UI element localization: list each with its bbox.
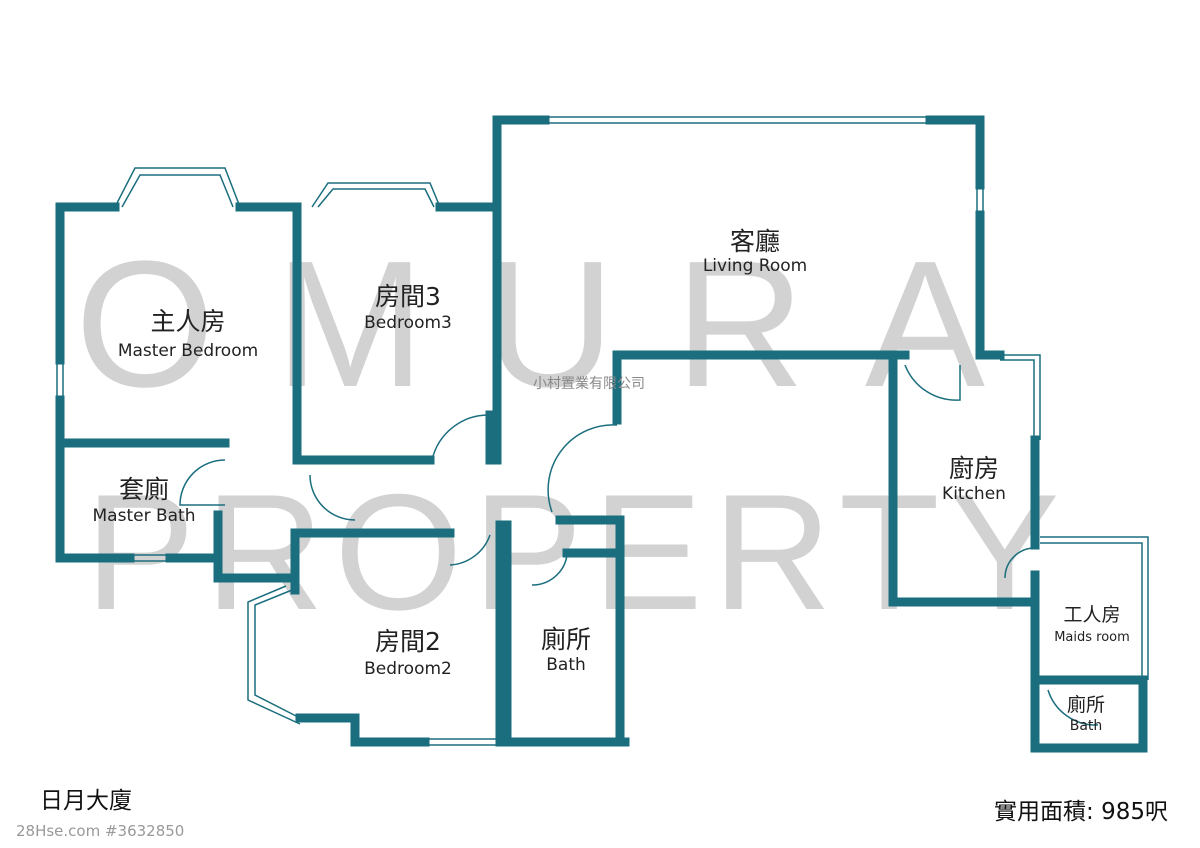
room-label-zh: 客廳 bbox=[729, 227, 781, 256]
room-label-en: Bedroom3 bbox=[364, 313, 452, 333]
room-label-zh: 主人房 bbox=[150, 307, 226, 336]
company-watermark: 小村置業有限公司 bbox=[533, 376, 645, 392]
building-name: 日月大廈 bbox=[40, 788, 132, 814]
watermark-omura: OMURA bbox=[75, 224, 1045, 425]
door-arcs bbox=[179, 364, 1099, 726]
room-label-en: Master Bedroom bbox=[117, 341, 259, 361]
room-label-zh: 房間3 bbox=[375, 282, 441, 311]
room-label-en: Bath bbox=[1069, 718, 1103, 734]
saleable-area: 實用面積: 985呎 bbox=[994, 799, 1168, 825]
room-label-zh: 廁所 bbox=[1066, 694, 1106, 716]
room-label-zh: 廚房 bbox=[948, 454, 1000, 483]
room-label-en: Bedroom2 bbox=[364, 659, 452, 679]
room-label-en: Bath bbox=[546, 655, 586, 675]
room-label-en: Kitchen bbox=[942, 484, 1006, 504]
site-watermark: 28Hse.com #3632850 bbox=[16, 822, 185, 840]
room-label-zh: 廁所 bbox=[540, 625, 592, 654]
room-label-en: Living Room bbox=[702, 256, 808, 276]
windows bbox=[56, 116, 1149, 746]
walls bbox=[55, 115, 1148, 753]
room-label-en: Maids room bbox=[1054, 630, 1130, 645]
room-label-zh: 工人房 bbox=[1063, 604, 1121, 626]
room-label-zh: 套廁 bbox=[118, 475, 170, 504]
room-label-zh: 房間2 bbox=[375, 627, 441, 656]
room-label-en: Master Bath bbox=[92, 506, 196, 526]
